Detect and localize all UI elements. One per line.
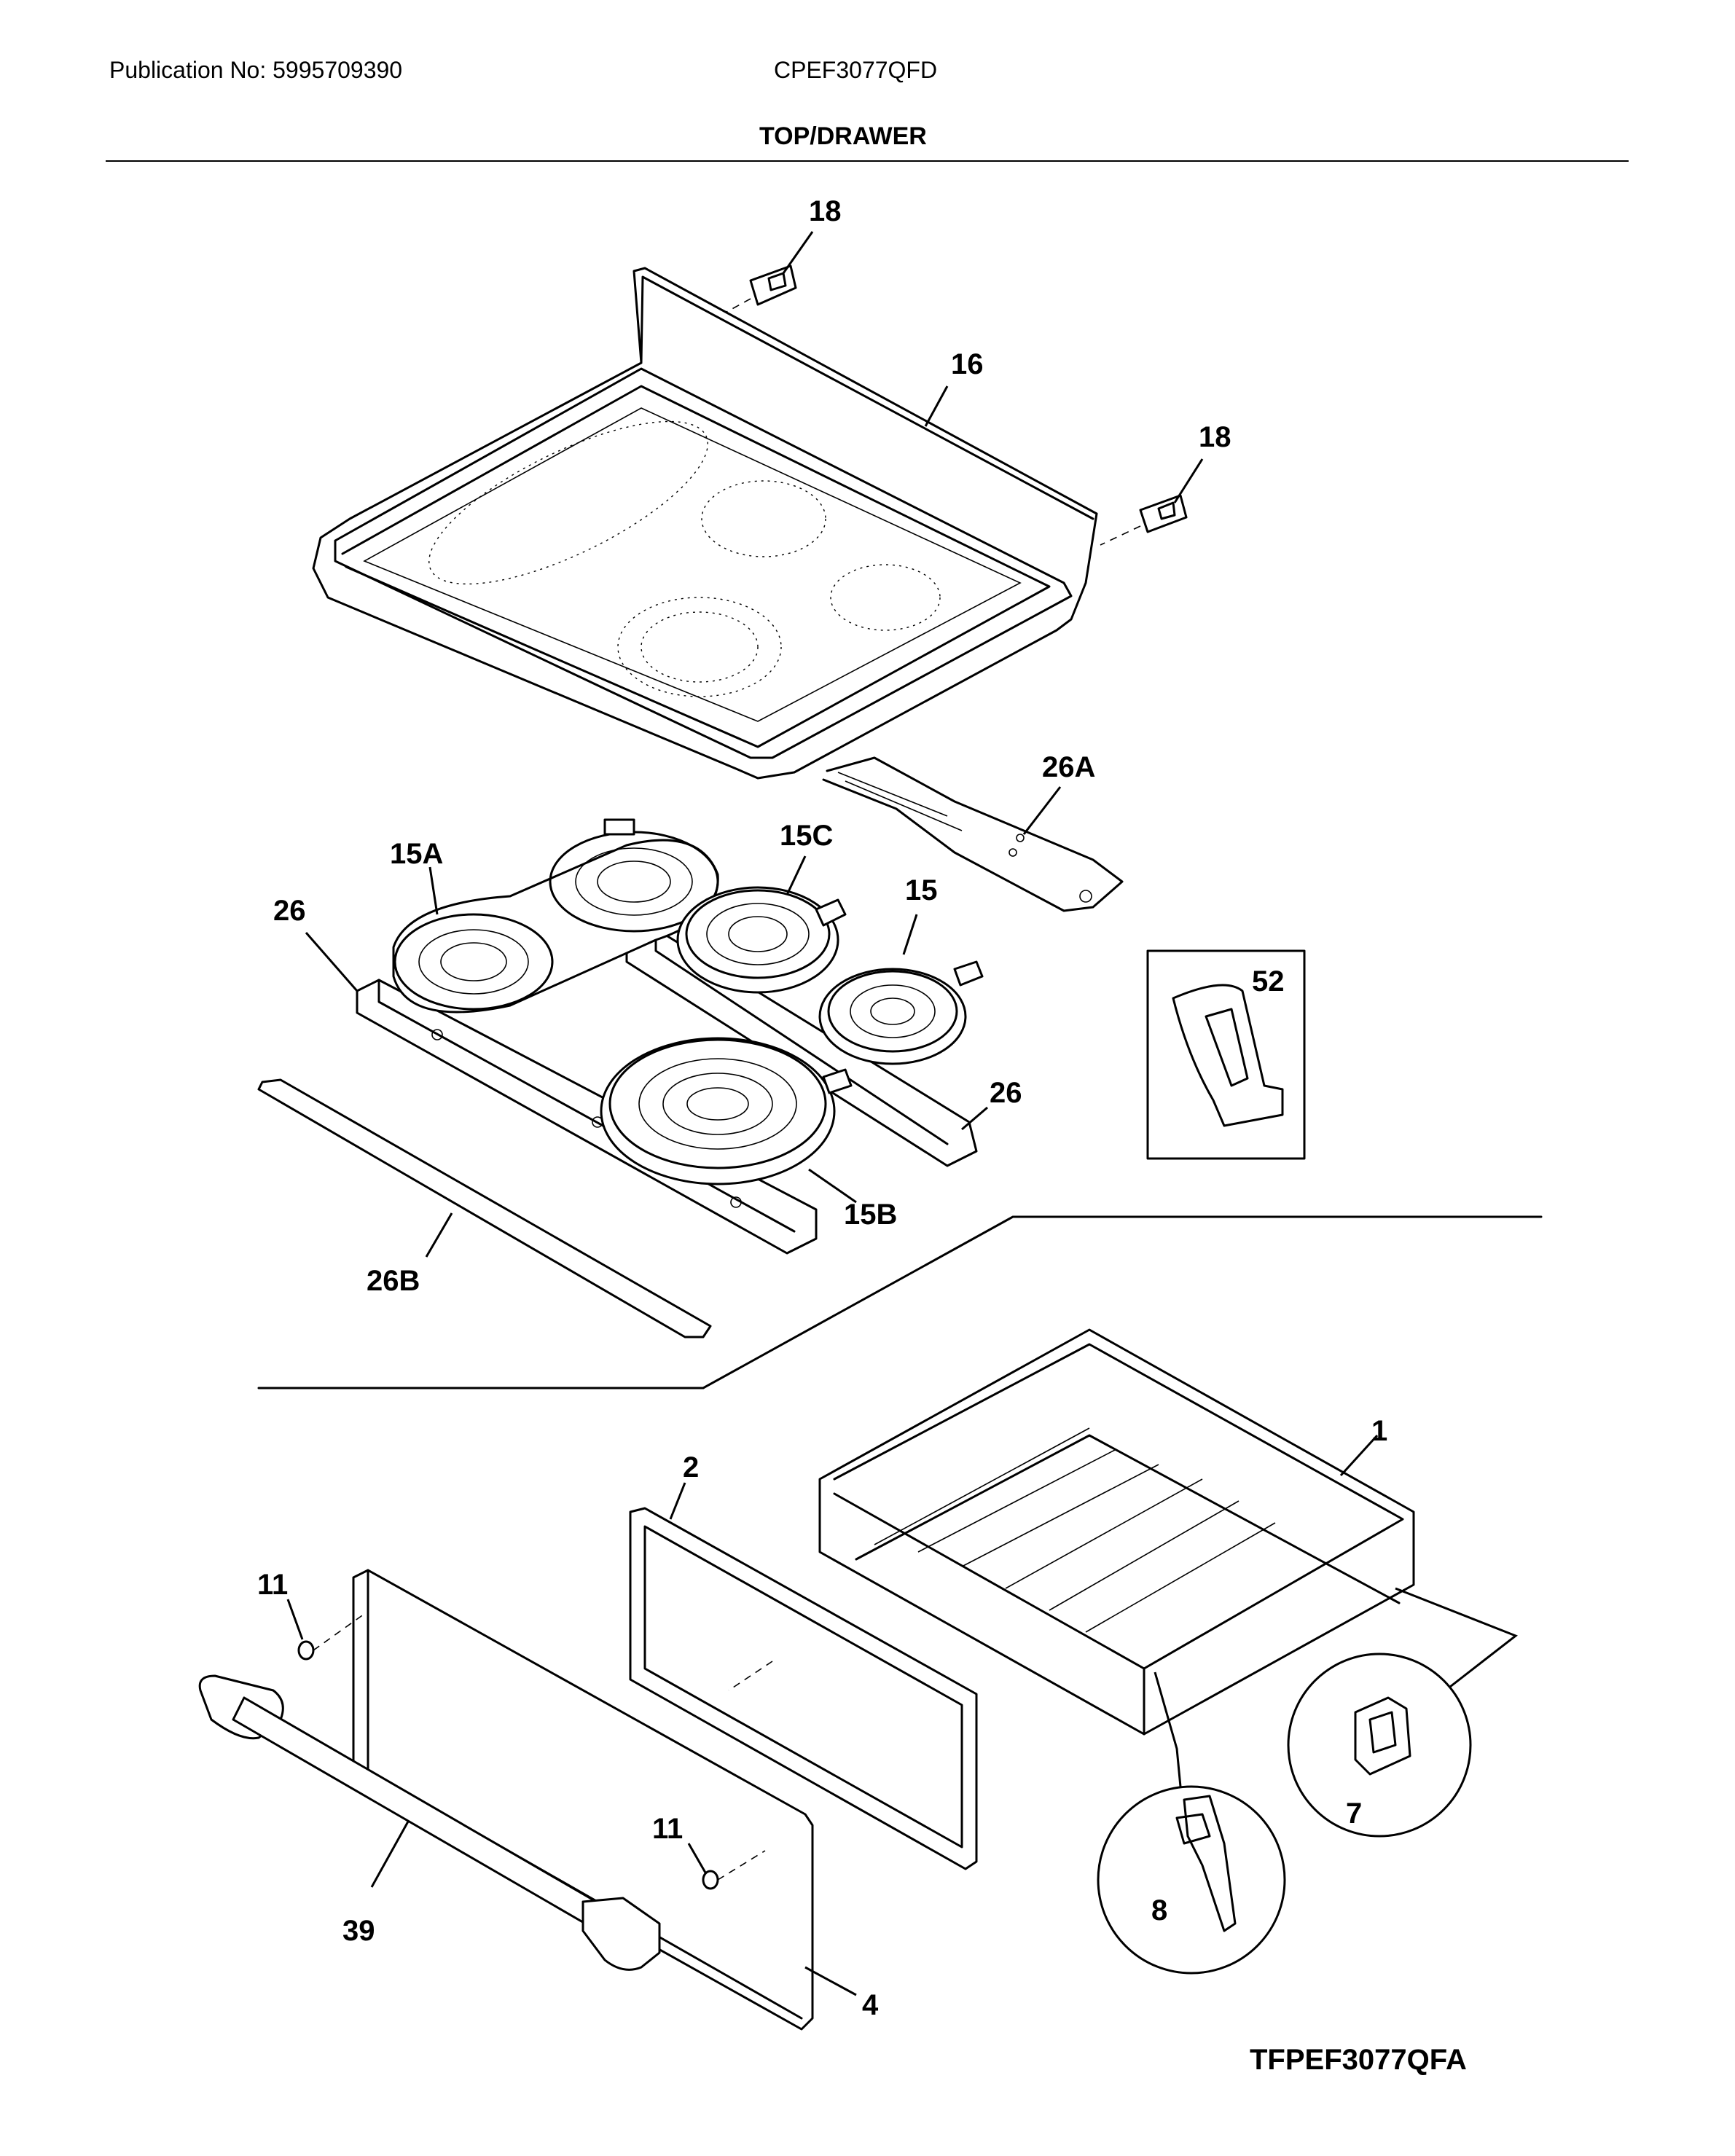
part-2-drawer-liner: [629, 1482, 978, 1870]
part-26b-trim-strip: [257, 1078, 712, 1338]
part-7-detail: [1287, 1587, 1518, 1838]
part-26a-wire-harness: [822, 756, 1124, 912]
callout-15b: 15B: [844, 1199, 897, 1231]
callout-2: 2: [683, 1451, 699, 1483]
part-15c-element: [676, 855, 847, 994]
callout-26-left: 26: [273, 895, 306, 927]
callout-7: 7: [1346, 1798, 1362, 1830]
callout-15a: 15A: [390, 838, 443, 870]
part-11-screw-lower: [687, 1843, 766, 1890]
callout-18-right: 18: [1199, 421, 1231, 453]
section-separator: [257, 1215, 1543, 1389]
part-15a-dual-element: [392, 818, 719, 1014]
callout-1: 1: [1371, 1415, 1387, 1447]
part-39-handle: [198, 1674, 661, 1971]
callout-8: 8: [1151, 1894, 1167, 1926]
part-18-bracket-right: [1100, 458, 1204, 546]
callout-11-lower: 11: [652, 1813, 683, 1845]
drawing-id: TFPEF3077QFA: [1250, 2044, 1467, 2076]
section-title: TOP/DRAWER: [759, 122, 927, 150]
part-16-cooktop: [312, 267, 1098, 780]
callout-15c: 15C: [780, 820, 833, 852]
part-11-screw-upper: [286, 1599, 365, 1661]
callout-16: 16: [951, 348, 984, 380]
part-8-detail: [1097, 1671, 1286, 1975]
callout-26a: 26A: [1042, 751, 1095, 783]
part-1-drawer-body: [818, 1328, 1415, 1736]
callout-26b: 26B: [367, 1265, 420, 1297]
model-number: CPEF3077QFD: [774, 57, 938, 83]
callout-4: 4: [862, 1989, 879, 2021]
callout-39: 39: [342, 1915, 375, 1947]
part-15-element: [818, 914, 984, 1065]
publication-number: Publication No: 5995709390: [109, 57, 403, 83]
part-18-bracket-left: [721, 231, 814, 315]
callout-11-upper: 11: [257, 1569, 288, 1601]
callout-15: 15: [905, 874, 938, 906]
part-52-inset: [1146, 949, 1306, 1160]
part-15b-large-element: [600, 1037, 857, 1204]
callout-26-right: 26: [990, 1077, 1022, 1109]
header-divider: [106, 160, 1629, 162]
callout-18-left: 18: [809, 195, 842, 227]
callout-52: 52: [1252, 965, 1285, 997]
